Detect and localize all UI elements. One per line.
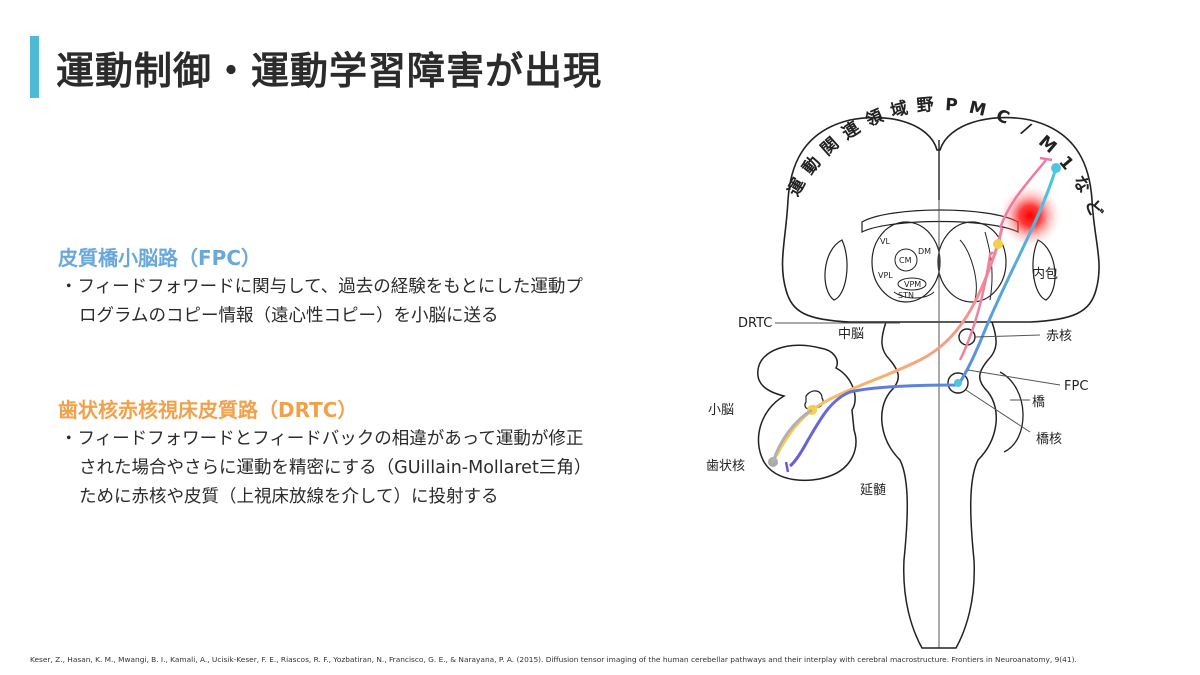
left-thalamus bbox=[871, 221, 941, 303]
drtc-cortex-branch-2 bbox=[998, 159, 1047, 229]
label-pontine-nucleus: 橋核 bbox=[1036, 432, 1062, 447]
drtc-pathway bbox=[771, 227, 1004, 463]
drtc-description: ・フィードフォワードとフィードバックの相違があって運動が修正 された場合やさらに… bbox=[60, 425, 591, 512]
vpm-nucleus bbox=[897, 277, 927, 291]
label-fpc: FPC bbox=[1064, 379, 1088, 394]
label-dm: DM bbox=[918, 247, 931, 256]
pontine-nucleus bbox=[947, 372, 969, 394]
arc-title-char: P bbox=[945, 95, 959, 116]
motor-cortex-activation bbox=[1000, 186, 1060, 246]
label-vpl: VPL bbox=[878, 271, 893, 280]
arc-title-char: 動 bbox=[798, 152, 825, 178]
brainstem-outline bbox=[880, 321, 998, 649]
label-vpm: VPM bbox=[904, 280, 921, 289]
arc-title-char: 連 bbox=[838, 117, 864, 144]
label-pons: 橋 bbox=[1032, 395, 1045, 410]
label-cm: CM bbox=[899, 256, 912, 265]
drtc-heading: 歯状核赤核視床皮質路（DRTC） bbox=[58, 398, 358, 422]
label-vl: VL bbox=[880, 237, 890, 246]
corpus-callosum bbox=[861, 209, 1019, 233]
label-midbrain: 中脳 bbox=[838, 327, 864, 342]
fpc-cortex-dot bbox=[1051, 163, 1061, 173]
label-medulla: 延髄 bbox=[860, 483, 886, 498]
cm-nucleus bbox=[894, 248, 918, 272]
fpc-heading: 皮質橋小脳路（FPC） bbox=[58, 246, 261, 270]
citation: Keser, Z., Hasan, K. M., Mwangi, B. I., … bbox=[30, 655, 1077, 664]
arc-title-char: ど bbox=[1081, 197, 1106, 220]
drtc-thalamus-dot bbox=[993, 239, 1003, 249]
arc-title-char: 関 bbox=[817, 134, 843, 160]
fpc-pointer bbox=[967, 369, 1061, 386]
drtc-cortex-branch bbox=[958, 251, 994, 361]
label-internal-capsule: 内包 bbox=[1032, 266, 1058, 282]
arc-title-char: M bbox=[1034, 132, 1060, 158]
arc-title-char: M bbox=[967, 98, 988, 121]
drtc-line-2: された場合やさらに運動を精密にする（GUillain-Mollaret三角） bbox=[79, 458, 592, 478]
fpc-pons-dot bbox=[954, 379, 962, 387]
right-thalamus bbox=[937, 221, 1007, 303]
pontine-nucleus-pointer bbox=[965, 389, 1031, 433]
arc-title-char: C bbox=[993, 106, 1012, 129]
red-nucleus-pointer bbox=[974, 334, 1041, 338]
arc-title-char: な bbox=[1068, 172, 1094, 197]
fpc-description: ・フィードフォワードに関与して、過去の経験をもとにした運動プ ログラムのコピー情… bbox=[60, 273, 583, 331]
label-dentate-nucleus: 歯状核 bbox=[706, 459, 745, 474]
arc-title-char: / bbox=[1018, 119, 1034, 140]
fpc-end-tick bbox=[784, 461, 790, 473]
cerebrum-outline bbox=[781, 116, 1100, 323]
label-drtc: DRTC bbox=[738, 316, 772, 331]
drtc-line-1: ・フィードフォワードとフィードバックの相違があって運動が修正 bbox=[60, 429, 584, 449]
cerebellum-outline bbox=[757, 344, 857, 482]
label-cerebellum: 小脳 bbox=[708, 403, 734, 418]
fpc-line-1: ・フィードフォワードに関与して、過去の経験をもとにした運動プ bbox=[60, 277, 583, 297]
drtc-line-3: ために赤核や皮質（上視床放線を介して）に投射する bbox=[79, 487, 499, 507]
arc-title-char: 野 bbox=[916, 95, 935, 116]
title-accent-bar bbox=[30, 36, 39, 98]
arc-title-char: 域 bbox=[888, 97, 910, 122]
label-red-nucleus: 赤核 bbox=[1046, 329, 1072, 344]
drtc-grey-segment bbox=[771, 408, 813, 463]
slide-title: 運動制御・運動学習障害が出現 bbox=[56, 49, 603, 93]
arc-title-char: 領 bbox=[862, 105, 887, 131]
left-lateral-ventricle bbox=[824, 239, 848, 301]
fpc-pathway bbox=[789, 167, 1058, 468]
label-stn: STN bbox=[898, 291, 914, 300]
right-lateral-ventricle bbox=[1032, 239, 1056, 301]
pons-bulge bbox=[999, 371, 1024, 453]
stn bbox=[893, 291, 935, 299]
drtc-cortex-tick bbox=[1039, 156, 1053, 162]
fpc-line-2: ログラムのコピー情報（遠心性コピー）を小脳に送る bbox=[79, 306, 499, 326]
